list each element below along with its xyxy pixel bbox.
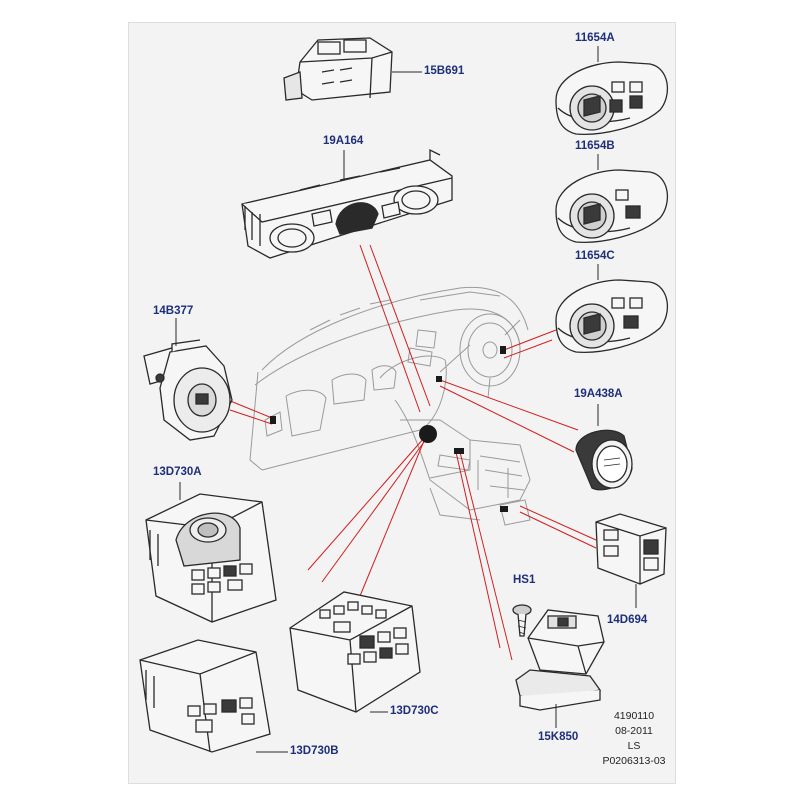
label-19a438a: 19A438A: [574, 388, 623, 400]
leader-lines: [227, 244, 597, 661]
label-13d730b: 13D730B: [290, 745, 339, 757]
label-14d694: 14D694: [607, 614, 648, 626]
label-14b377: 14B377: [153, 305, 194, 317]
part-11654a-light-switch: [555, 46, 669, 135]
label-11654a: 11654A: [575, 32, 615, 44]
label-hs1: HS1: [513, 574, 536, 586]
label-15k850: 15K850: [538, 731, 579, 743]
reference-code: LS: [627, 740, 641, 752]
label-15b691: 15B691: [424, 65, 465, 77]
part-11654b-light-switch: [555, 154, 669, 243]
label-11654b: 11654B: [575, 140, 615, 152]
part-13d730b-control-module: [139, 639, 288, 753]
part-13d730a-control-module: [145, 482, 277, 623]
part-14b377-ignition-switch: [143, 318, 233, 441]
part-11654c-light-switch: [555, 264, 669, 353]
label-13d730c: 13D730C: [390, 705, 439, 717]
reference-figure: P0206313-03: [602, 755, 666, 767]
part-15k850-switch-bracket: [515, 609, 605, 728]
part-15b691-switch: [283, 37, 422, 101]
location-markers: [270, 346, 508, 512]
label-11654c: 11654C: [575, 250, 615, 262]
part-13d730c-control-module: [289, 591, 421, 713]
reference-date: 08-2011: [615, 725, 653, 737]
part-14d694-switch-pack: [595, 513, 667, 608]
label-19a164: 19A164: [323, 135, 364, 147]
part-hs1-screw: [512, 604, 532, 637]
part-19a164-climate-panel: [241, 148, 453, 259]
reference-number: 4190110: [613, 710, 655, 722]
part-19a438a-start-button: [575, 404, 633, 491]
label-13d730a: 13D730A: [153, 466, 202, 478]
